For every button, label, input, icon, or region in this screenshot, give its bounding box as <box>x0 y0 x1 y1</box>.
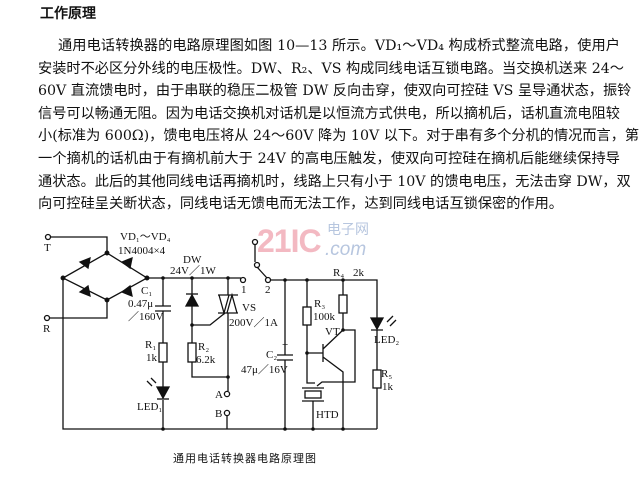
label-r4: R₄ <box>333 267 344 279</box>
watermark-cn: 电子网 <box>327 222 369 238</box>
section-heading: 工作原理 <box>40 6 96 22</box>
label-terminal-1: 1 <box>241 284 247 296</box>
transistor-stage <box>302 280 356 429</box>
label-r3: R₃ <box>314 298 325 310</box>
label-r5: R₅ <box>381 368 392 380</box>
label-vt: VT <box>325 326 340 338</box>
label-c1-value: 0.47μ <box>128 298 153 310</box>
capacitor-c2 <box>277 280 293 429</box>
paragraph-line: 安装时不必区分外线的电压极性。DW、R₂、VS 构成同线电话互锁电路。当交换机送… <box>38 60 624 77</box>
watermark-domain: .com <box>325 239 367 260</box>
paragraph-line: 通用电话转换器的电路原理图如图 10—13 所示。VD₁～VD₄ 构成桥式整流电… <box>58 38 620 54</box>
paragraph-line: 一个摘机的话机由于有摘机前大于 24V 的高电压触发，使双向可控硅在摘机后能继续… <box>38 150 620 167</box>
label-r1-value: 1k <box>146 352 158 364</box>
label-c2-plus: + <box>282 339 288 351</box>
label-t: T <box>44 242 51 254</box>
hook-switch <box>251 238 272 284</box>
bridge-rectifier <box>60 250 150 303</box>
label-htd: HTD <box>316 409 339 421</box>
label-r5-value: 1k <box>382 381 394 393</box>
label-r1: R₁ <box>145 339 156 351</box>
paragraph-line: 信号可以畅通无阻。因为电话交换机对话机是以恒流方式供电，所以摘机后，话机直流电阻… <box>38 105 620 122</box>
label-r4-value: 2k <box>353 267 365 279</box>
dw-r2-branch <box>184 278 228 378</box>
label-r2: R₂ <box>198 341 209 353</box>
label-led2: LED₂ <box>374 334 399 346</box>
paragraph-line: 60V 直流馈电时，由于串联的稳压二极管 DW 反向击穿，使双向可控硅 VS 呈… <box>38 83 632 100</box>
watermark-number: 21IC <box>257 223 322 259</box>
label-r: R <box>43 323 51 335</box>
label-a: A <box>215 389 223 401</box>
figure-caption: 通用电话转换器电路原理图 <box>173 452 317 465</box>
watermark-logo: 21IC 电子网 .com <box>257 223 392 261</box>
paragraph-line: 小(标准为 600Ω)，馈电电压将从 24～60V 降为 10V 以下。对于串有… <box>38 128 640 145</box>
label-dw-rating: 24V／1W <box>170 264 216 277</box>
buzzer-htd <box>302 387 324 429</box>
terminal-t <box>44 233 52 241</box>
input-wires <box>49 236 108 319</box>
label-r3-value: 100k <box>313 311 336 323</box>
paragraph-line: 向可控硅呈关断状态，同线电话无馈电而无法工作，达到同线电话互锁保密的作用。 <box>38 196 563 213</box>
label-b: B <box>215 408 222 420</box>
label-dw: DW <box>183 254 202 266</box>
led2-r5-branch <box>369 315 397 429</box>
label-r2-value: 6.2k <box>196 354 216 366</box>
terminal-1 <box>239 276 247 284</box>
label-terminal-2: 2 <box>265 284 271 296</box>
label-vs-rating: 200V／1A <box>229 316 278 329</box>
terminal-a <box>223 390 231 398</box>
body-paragraph: 通用电话转换器的电路原理图如图 10—13 所示。VD₁～VD₄ 构成桥式整流电… <box>38 35 640 216</box>
terminal-b <box>223 409 231 417</box>
label-c1-voltage: ／160V <box>128 310 163 323</box>
label-c2: C₂ <box>266 349 277 361</box>
paragraph-line: 通状态。此后的其他同线电话再摘机时，线路上只有小于 10V 的馈电电压，无法击穿… <box>38 173 631 190</box>
label-bridge-part: 1N4004×4 <box>118 245 166 257</box>
label-vs: VS <box>242 302 256 314</box>
label-c1: C₁ <box>141 285 152 297</box>
label-bridge: VD₁～VD₄ <box>120 231 171 243</box>
triac-vs <box>218 278 238 391</box>
label-led1: LED₁ <box>137 401 162 413</box>
c1-r1-led1-branch <box>146 278 171 429</box>
label-c2-value: 47μ／16V <box>241 363 288 376</box>
terminal-r <box>43 314 51 322</box>
